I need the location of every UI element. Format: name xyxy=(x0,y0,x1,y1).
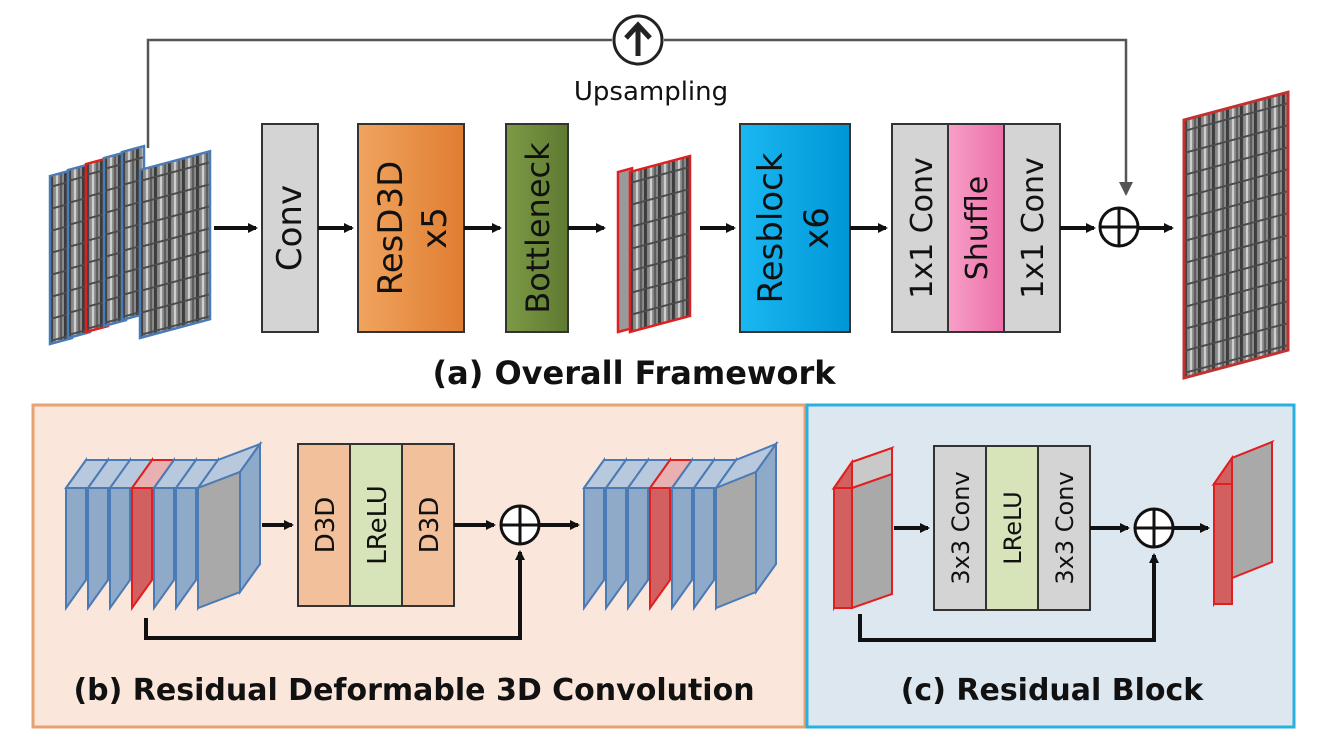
upsampling-skip-line xyxy=(146,38,612,148)
resblock-output-map xyxy=(1211,439,1275,608)
lrelu-b-block xyxy=(349,443,403,607)
conv1x1-b-block xyxy=(1003,123,1061,333)
upsampling-skip-line-right xyxy=(664,38,1133,196)
resd3d-block xyxy=(357,123,465,333)
shuffle-block xyxy=(947,123,1005,333)
resd3d-output-stack xyxy=(582,440,779,612)
lrelu-b-label: LReLU xyxy=(363,485,393,565)
conv3x3-a-block xyxy=(933,445,987,611)
resd3d-caption: (b) Residual Deformable 3D Convolution xyxy=(73,673,754,708)
overall-caption: (a) Overall Framework xyxy=(432,354,836,392)
resblock-caption: (c) Residual Block xyxy=(901,673,1205,708)
resd3d-block-label: ResD3D xyxy=(371,161,411,296)
lrelu-c-label: LReLU xyxy=(999,491,1027,564)
resblock-arrows xyxy=(858,523,1210,642)
intermediate-frame xyxy=(616,154,692,334)
resd3d-repeat-label: x5 xyxy=(415,207,455,249)
d3d-b-block xyxy=(401,443,455,607)
resblock-repeat-label: x6 xyxy=(797,207,837,249)
bottleneck-block xyxy=(505,123,569,333)
resd3d-arrows xyxy=(144,520,580,640)
d3d-a-label: D3D xyxy=(311,497,341,554)
conv3x3-a-label: 3x3 Conv xyxy=(947,471,975,584)
bottleneck-block-label: Bottleneck xyxy=(519,142,557,314)
conv1x1-a-label: 1x1 Conv xyxy=(905,157,940,299)
resblock-block-label: Resblock xyxy=(751,152,791,303)
output-frame xyxy=(1182,90,1290,380)
panel-resblock: 3x3 Conv LReLU 3x3 Conv (c) Residual Blo… xyxy=(805,403,1296,729)
d3d-a-block xyxy=(297,443,351,607)
resblock-input-map xyxy=(831,446,895,612)
d3d-b-label: D3D xyxy=(415,497,445,554)
conv3x3-b-label: 3x3 Conv xyxy=(1051,471,1079,584)
conv-block xyxy=(261,123,319,333)
overall-framework: Upsampling Conv ResD3D x5 Bottleneck Res… xyxy=(48,14,1290,392)
resd3d-input-stack xyxy=(64,440,263,612)
lrelu-c-block xyxy=(985,445,1039,611)
conv-block-label: Conv xyxy=(270,185,310,271)
shuffle-label: Shuffle xyxy=(960,176,995,281)
input-frames-stack xyxy=(48,144,212,346)
conv1x1-b-label: 1x1 Conv xyxy=(1016,157,1051,299)
up-arrow-glyph xyxy=(624,21,652,56)
panel-resd3d: D3D LReLU D3D xyxy=(31,403,807,729)
resblock-block xyxy=(739,123,851,333)
upsampling-label: Upsampling xyxy=(574,77,728,107)
